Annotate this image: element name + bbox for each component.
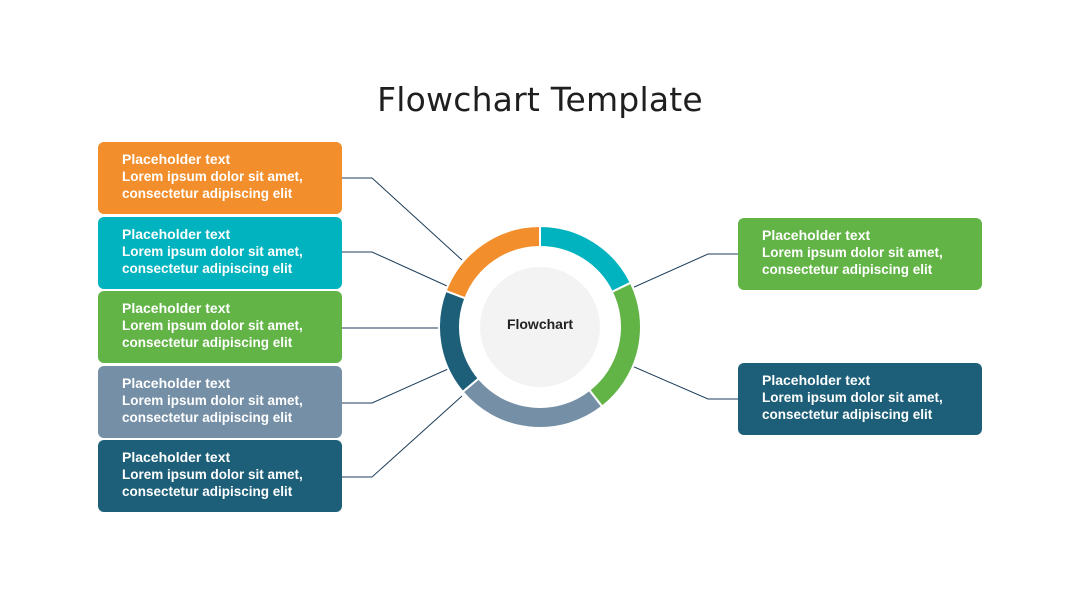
card-body: Lorem ipsum dolor sit amet, consectetur … (122, 318, 303, 350)
donut-center (480, 267, 600, 387)
card-body: Lorem ipsum dolor sit amet, consectetur … (122, 169, 303, 201)
card-title: Placeholder text (122, 151, 231, 167)
connector-right-2 (631, 365, 738, 400)
ring-segment-navy (438, 289, 481, 394)
card-body: Lorem ipsum dolor sit amet, consectetur … (762, 245, 943, 277)
connector-left-2 (342, 251, 448, 287)
connector-left-5 (342, 395, 463, 478)
card-title: Placeholder text (122, 226, 231, 242)
connector-right-1 (631, 253, 738, 289)
card-body: Lorem ipsum dolor sit amet, consectetur … (122, 393, 303, 425)
card-title: Placeholder text (762, 227, 871, 243)
slide-title: Flowchart Template (377, 80, 703, 119)
left-card-1: Placeholder text Lorem ipsum dolor sit a… (98, 142, 342, 214)
center-label: Flowchart (506, 316, 574, 332)
card-body: Lorem ipsum dolor sit amet, consectetur … (122, 244, 303, 276)
left-card-2: Placeholder text Lorem ipsum dolor sit a… (98, 217, 342, 289)
left-card-5: Placeholder text Lorem ipsum dolor sit a… (98, 440, 342, 512)
connector-left-4 (342, 368, 449, 404)
left-card-4: Placeholder text Lorem ipsum dolor sit a… (98, 366, 342, 438)
right-card-1: Placeholder text Lorem ipsum dolor sit a… (738, 218, 982, 290)
card-title: Placeholder text (122, 449, 231, 465)
card-title: Placeholder text (762, 372, 871, 388)
right-card-2: Placeholder text Lorem ipsum dolor sit a… (738, 363, 982, 435)
card-title: Placeholder text (122, 375, 231, 391)
ring-segments (438, 224, 642, 429)
ring-segment-orange (444, 224, 541, 300)
card-body: Lorem ipsum dolor sit amet, consectetur … (122, 467, 303, 499)
connector-left-1 (342, 177, 463, 261)
left-card-3: Placeholder text Lorem ipsum dolor sit a… (98, 291, 342, 363)
card-title: Placeholder text (122, 300, 231, 316)
card-body: Lorem ipsum dolor sit amet, consectetur … (762, 390, 943, 422)
